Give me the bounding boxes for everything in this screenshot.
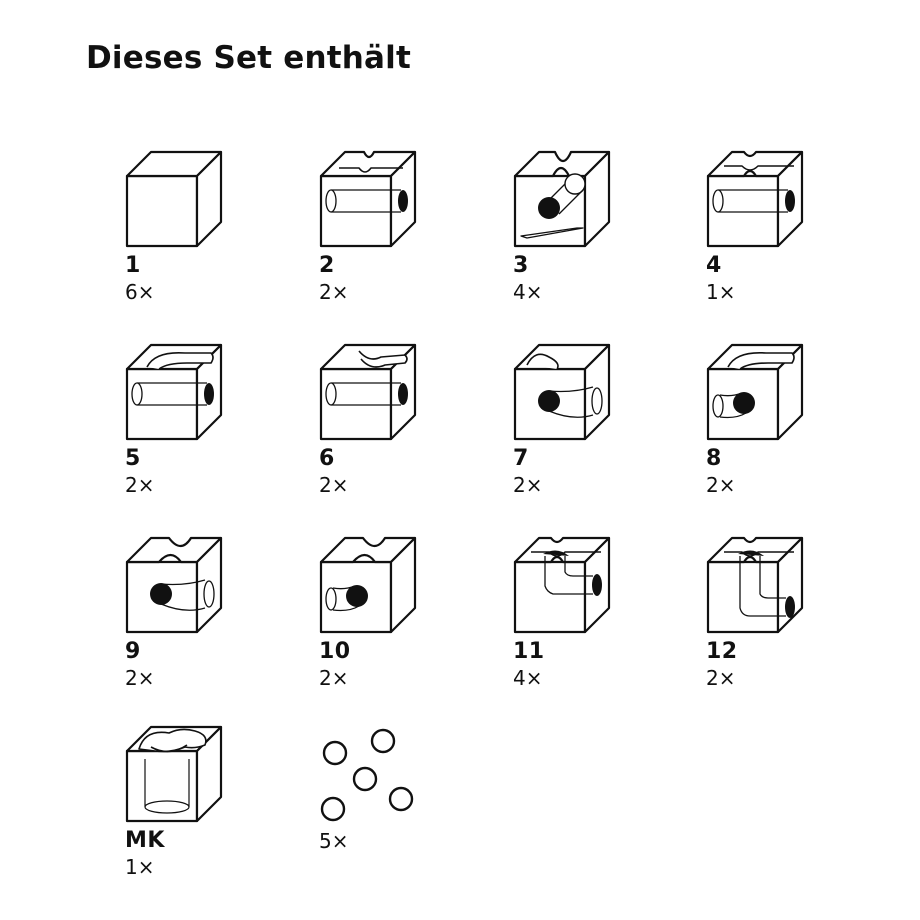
set-item-9: 9 2× xyxy=(125,534,285,690)
set-item-mk: MK 1× xyxy=(125,723,285,879)
set-item-5: 5 2× xyxy=(125,341,285,497)
item-number: 3 xyxy=(513,253,529,278)
item-number: 9 xyxy=(125,639,141,664)
curve-tunnel-cube-icon xyxy=(513,343,611,441)
set-item-7: 7 2× xyxy=(513,341,673,497)
item-number: 2 xyxy=(319,253,335,278)
notch-groove-tunnel-cube-icon xyxy=(319,343,417,441)
curve-groove-tunnel-cube-icon xyxy=(125,343,223,441)
item-number: 8 xyxy=(706,446,722,471)
item-quantity: 4× xyxy=(513,666,543,690)
cross-groove-cube-icon xyxy=(706,150,804,248)
item-number: 4 xyxy=(706,253,722,278)
marbles-icon xyxy=(320,728,414,822)
item-number: 11 xyxy=(513,639,545,664)
item-number: 5 xyxy=(125,446,141,471)
item-number: 12 xyxy=(706,639,738,664)
set-item-6: 6 2× xyxy=(319,341,479,497)
item-quantity: 6× xyxy=(125,280,155,304)
item-quantity: 2× xyxy=(319,473,349,497)
item-number: 6 xyxy=(319,446,335,471)
set-item-10: 10 2× xyxy=(319,534,479,690)
item-quantity: 2× xyxy=(125,666,155,690)
item-number: 10 xyxy=(319,639,351,664)
item-number: MK xyxy=(125,828,165,853)
item-quantity: 2× xyxy=(513,473,543,497)
item-number: 7 xyxy=(513,446,529,471)
u-groove-bent-tunnel-cube-icon xyxy=(319,536,417,634)
item-number: 1 xyxy=(125,253,141,278)
item-quantity: 1× xyxy=(125,855,155,879)
set-item-11: 11 4× xyxy=(513,534,673,690)
item-quantity: 2× xyxy=(319,280,349,304)
item-quantity: 4× xyxy=(513,280,543,304)
item-quantity: 2× xyxy=(706,473,736,497)
set-item-3: 3 4× xyxy=(513,148,673,304)
curve-groove-bent-tunnel-cube-icon xyxy=(706,343,804,441)
plain-cube-icon xyxy=(125,150,223,248)
funnel-cube-icon xyxy=(125,725,223,823)
item-quantity: 5× xyxy=(319,829,349,853)
set-item-4: 4 1× xyxy=(706,148,866,304)
set-item-marbles: 5× xyxy=(319,723,479,853)
item-quantity: 1× xyxy=(706,280,736,304)
deep-drop-tunnel-cube-icon xyxy=(706,536,804,634)
item-quantity: 2× xyxy=(706,666,736,690)
item-quantity: 2× xyxy=(319,666,349,690)
u-groove-curve-tunnel-cube-icon xyxy=(125,536,223,634)
set-item-8: 8 2× xyxy=(706,341,866,497)
diagonal-tunnel-cube-icon xyxy=(513,150,611,248)
item-quantity: 2× xyxy=(125,473,155,497)
set-item-12: 12 2× xyxy=(706,534,866,690)
set-item-1: 1 6× xyxy=(125,148,285,304)
straight-tunnel-cube-icon xyxy=(319,150,417,248)
set-item-2: 2 2× xyxy=(319,148,479,304)
page-title: Dieses Set enthält xyxy=(86,40,412,76)
drop-tunnel-cube-icon xyxy=(513,536,611,634)
